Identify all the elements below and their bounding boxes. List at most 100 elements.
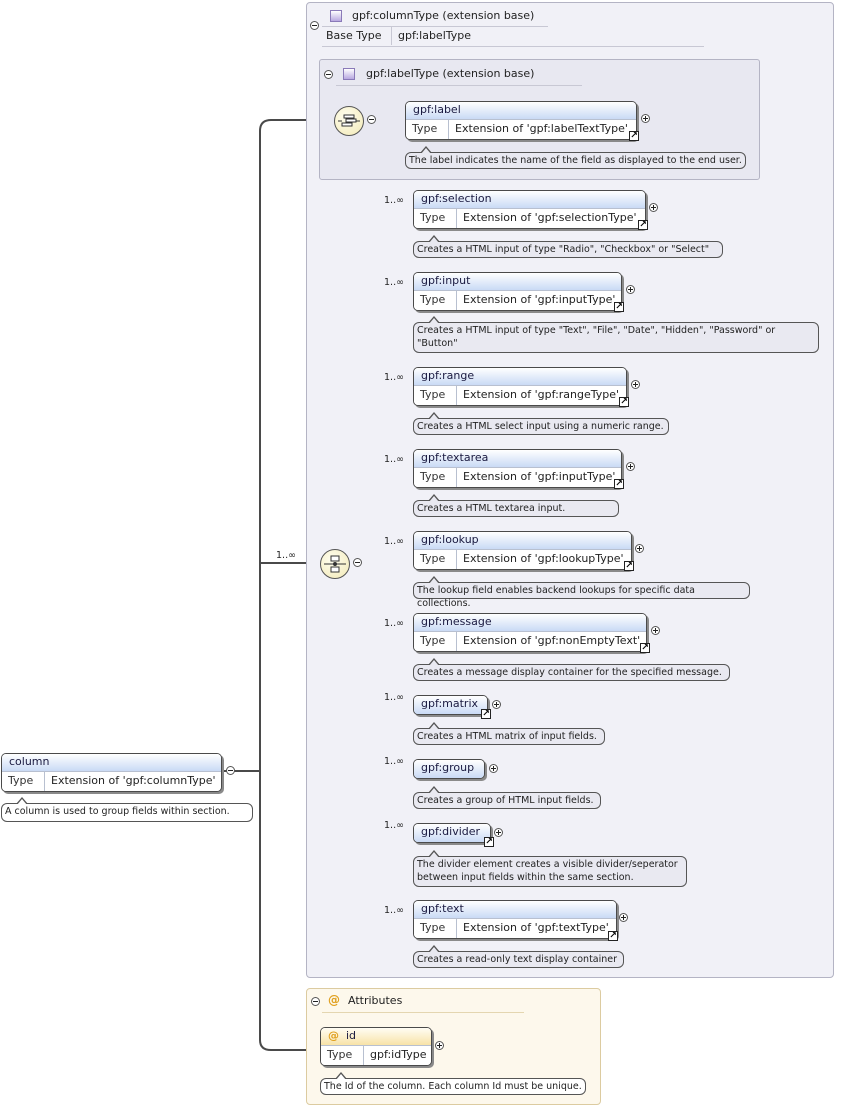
type-value: Extension of 'gpf:columnType' — [51, 774, 216, 787]
element-note: Creates a HTML input of type "Text", "Fi… — [413, 316, 819, 353]
collapse-root-icon[interactable] — [226, 766, 235, 775]
choice-compositor-icon[interactable] — [320, 549, 350, 579]
element-name: gpf:matrix — [414, 696, 487, 714]
element-name: gpf:lookup — [414, 532, 631, 549]
expand-icon[interactable] — [489, 764, 498, 773]
type-link-icon[interactable]: ↗ — [629, 131, 639, 141]
element-note: Creates a HTML textarea input. — [413, 494, 619, 517]
base-type-label: Base Type — [326, 29, 382, 42]
element-gpf-textarea[interactable]: gpf:textarea Type Extension of 'gpf:input… — [413, 449, 622, 488]
cardinality: 1..∞ — [384, 756, 404, 767]
type-label: Type — [414, 291, 457, 310]
attribute-name: id — [346, 1029, 357, 1042]
root-element-column[interactable]: column Type Extension of 'gpf:columnType' — [1, 753, 222, 792]
element-gpf-range[interactable]: gpf:range Type Extension of 'gpf:rangeTyp… — [413, 367, 627, 406]
element-gpf-lookup[interactable]: gpf:lookup Type Extension of 'gpf:lookupT… — [413, 531, 632, 570]
label-note: The label indicates the name of the fiel… — [405, 146, 746, 169]
complex-type-icon — [330, 10, 342, 22]
element-name: gpf:group — [414, 760, 484, 778]
type-value: Extension of 'gpf:lookupType' — [463, 552, 624, 565]
type-link-icon[interactable]: ↗ — [624, 561, 634, 571]
element-name: gpf:selection — [414, 191, 645, 208]
type-label: Type — [406, 120, 449, 139]
expand-icon[interactable] — [626, 285, 635, 294]
type-label: Type — [414, 468, 457, 487]
element-name: column — [2, 754, 221, 771]
attributes-underline — [322, 1012, 524, 1013]
collapse-attributes-icon[interactable] — [311, 997, 320, 1006]
expand-icon[interactable] — [631, 380, 640, 389]
type-value: Extension of 'gpf:labelTextType' — [455, 122, 628, 135]
cardinality: 1..∞ — [384, 454, 404, 465]
cardinality: 1..∞ — [384, 536, 404, 547]
attribute-name-row: @ id — [321, 1028, 431, 1045]
cardinality: 1..∞ — [384, 195, 404, 206]
element-note: The divider element creates a visible di… — [413, 850, 687, 887]
element-name: gpf:range — [414, 368, 626, 385]
expand-icon[interactable] — [641, 114, 650, 123]
element-name: gpf:divider — [414, 824, 490, 842]
element-name: gpf:textarea — [414, 450, 621, 467]
expand-icon[interactable] — [492, 700, 501, 709]
element-note: Creates a read-only text display contain… — [413, 945, 624, 968]
base-type-value: gpf:labelType — [398, 29, 472, 42]
type-link-icon[interactable]: ↗ — [619, 397, 629, 407]
type-link-icon[interactable]: ↗ — [640, 643, 650, 653]
type-link-icon[interactable]: ↗ — [608, 931, 618, 941]
cardinality: 1..∞ — [384, 618, 404, 629]
collapse-sequence-icon[interactable] — [367, 115, 376, 124]
collapse-choice-icon[interactable] — [353, 558, 362, 567]
type-link-icon[interactable]: ↗ — [638, 220, 648, 230]
type-label: Type — [414, 632, 457, 651]
root-note: A column is used to group fields within … — [1, 797, 253, 822]
collapse-column-type-icon[interactable] — [310, 21, 319, 30]
cardinality: 1..∞ — [384, 372, 404, 383]
type-value: Extension of 'gpf:inputType' — [463, 293, 616, 306]
cardinality: 1..∞ — [384, 820, 404, 831]
column-type-header: gpf:columnType (extension base) — [352, 9, 535, 22]
cardinality: 1..∞ — [384, 905, 404, 916]
header-underline — [322, 26, 548, 27]
element-name: gpf:input — [414, 273, 621, 290]
expand-icon[interactable] — [649, 203, 658, 212]
type-link-icon[interactable]: ↗ — [614, 479, 624, 489]
expand-icon[interactable] — [494, 828, 503, 837]
attributes-header: Attributes — [348, 994, 403, 1007]
type-link-icon[interactable]: ↗ — [484, 837, 494, 847]
type-label: Type — [414, 919, 457, 938]
collapse-label-type-icon[interactable] — [324, 70, 333, 79]
expand-icon[interactable] — [619, 913, 628, 922]
element-note: The lookup field enables backend lookups… — [413, 576, 750, 609]
type-value: Extension of 'gpf:textType' — [463, 921, 609, 934]
label-type-header: gpf:labelType (extension base) — [366, 67, 535, 80]
element-note: Creates a message display container for … — [413, 658, 730, 681]
element-gpf-input[interactable]: gpf:input Type Extension of 'gpf:inputTyp… — [413, 272, 622, 311]
cardinality: 1..∞ — [384, 277, 404, 288]
type-value: Extension of 'gpf:inputType' — [463, 470, 616, 483]
type-label: Type — [414, 550, 457, 569]
type-value: Extension of 'gpf:nonEmptyText' — [463, 634, 641, 647]
element-name: gpf:message — [414, 614, 646, 631]
choice-cardinality: 1..∞ — [276, 550, 296, 561]
sequence-compositor-icon[interactable] — [334, 106, 364, 136]
type-link-icon[interactable]: ↗ — [481, 709, 491, 719]
type-label: Type — [414, 386, 457, 405]
type-label: Type — [414, 209, 457, 228]
cardinality: 1..∞ — [384, 692, 404, 703]
element-note: Creates a HTML input of type "Radio", "C… — [413, 235, 723, 258]
expand-icon[interactable] — [635, 544, 644, 553]
element-gpf-divider[interactable]: gpf:divider — [413, 823, 491, 843]
expand-icon[interactable] — [435, 1041, 444, 1050]
type-value: Extension of 'gpf:rangeType' — [463, 388, 620, 401]
element-gpf-group[interactable]: gpf:group — [413, 759, 485, 779]
type-link-icon[interactable]: ↗ — [614, 302, 624, 312]
element-gpf-message[interactable]: gpf:message Type Extension of 'gpf:nonEmp… — [413, 613, 647, 652]
expand-icon[interactable] — [651, 626, 660, 635]
type-label: Type — [2, 772, 45, 791]
element-gpf-matrix[interactable]: gpf:matrix — [413, 695, 488, 715]
expand-icon[interactable] — [626, 462, 635, 471]
